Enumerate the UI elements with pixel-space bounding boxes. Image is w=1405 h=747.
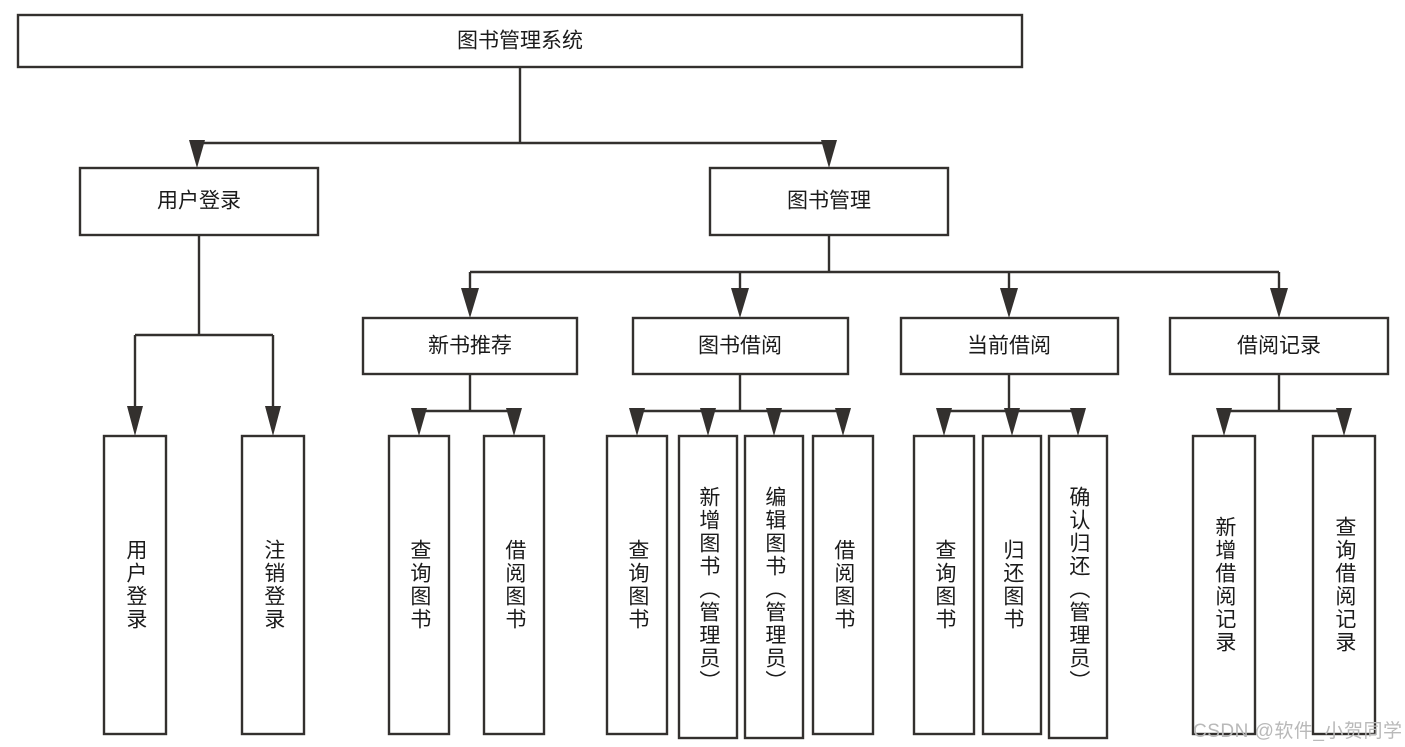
connectors-root-to-level2: [189, 67, 837, 168]
arrow-head-leaf-query-book-2: [629, 408, 645, 436]
node-current-borrow[interactable]: 当前借阅: [899, 316, 1120, 376]
connectors-current-borrow-to-leaves: [936, 374, 1086, 436]
node-new-book-recommend-label: 新书推荐: [428, 335, 512, 358]
arrow-head-leaf-query-record: [1336, 408, 1352, 436]
node-user-login[interactable]: 用户登录: [78, 166, 320, 237]
node-leaf-add-book-box[interactable]: [677, 434, 739, 740]
node-leaf-logout-login-box[interactable]: [240, 434, 306, 736]
node-leaf-query-book-2-label: 查询图书: [625, 539, 649, 631]
node-borrow-record-box[interactable]: [1168, 316, 1390, 376]
node-leaf-confirm-return-label: 确认归还（管理员）: [1066, 485, 1090, 693]
node-leaf-query-book-2-box[interactable]: [605, 434, 669, 736]
arrow-head-leaf-return-book: [1004, 408, 1020, 436]
node-leaf-add-record-box[interactable]: [1191, 434, 1257, 736]
node-leaf-logout-login-label: 注销登录: [261, 539, 285, 631]
node-current-borrow-label: 当前借阅: [967, 335, 1051, 358]
arrow-head-leaf-query-book-3: [936, 408, 952, 436]
arrow-head-book-manage: [821, 140, 837, 168]
arrow-head-new-book-recommend: [461, 288, 479, 318]
node-leaf-add-book-label: 新增图书（管理员）: [696, 485, 720, 693]
node-leaf-user-login-label: 用户登录: [123, 539, 147, 631]
csdn-watermark: CSDN @软件_小贺同学: [1193, 721, 1403, 742]
node-leaf-query-book-3-label: 查询图书: [932, 539, 956, 631]
arrow-head-leaf-add-book: [700, 408, 716, 436]
node-leaf-add-record-label: 新增借阅记录: [1212, 516, 1236, 654]
node-root[interactable]: 图书管理系统: [16, 13, 1024, 69]
arrow-head-leaf-borrow-book-1: [506, 408, 522, 436]
connectors-new-book-recommend-to-leaves: [411, 374, 522, 436]
connectors-book-borrow-to-leaves: [629, 374, 851, 436]
node-leaf-user-login-box[interactable]: [102, 434, 168, 736]
node-leaf-confirm-return-box[interactable]: [1047, 434, 1109, 740]
node-current-borrow-box[interactable]: [899, 316, 1120, 376]
node-borrow-record[interactable]: 借阅记录: [1168, 316, 1390, 376]
leaf-boxes: [102, 434, 1377, 740]
node-root-label: 图书管理系统: [457, 30, 583, 53]
arrow-head-borrow-record: [1270, 288, 1288, 318]
connectors-book-manage-to-level3: [461, 235, 1288, 318]
node-leaf-borrow-book-1-box[interactable]: [482, 434, 546, 736]
node-user-login-box[interactable]: [78, 166, 320, 237]
node-leaf-query-book-3-box[interactable]: [912, 434, 976, 736]
arrow-head-leaf-add-record: [1216, 408, 1232, 436]
node-borrow-record-label: 借阅记录: [1237, 335, 1321, 358]
node-book-borrow-box[interactable]: [631, 316, 850, 376]
node-leaf-borrow-book-1-label: 借阅图书: [502, 539, 526, 631]
node-book-manage-label: 图书管理: [787, 190, 871, 213]
arrow-head-leaf-edit-book: [766, 408, 782, 436]
node-leaf-query-record-label: 查询借阅记录: [1332, 516, 1356, 654]
node-new-book-recommend[interactable]: 新书推荐: [361, 316, 579, 376]
connectors-user-login-to-leaves: [127, 235, 281, 436]
arrow-head-book-borrow: [731, 288, 749, 318]
node-leaf-borrow-book-2-box[interactable]: [811, 434, 875, 736]
node-leaf-return-book-box[interactable]: [981, 434, 1043, 736]
arrow-head-leaf-borrow-book-2: [835, 408, 851, 436]
node-user-login-label: 用户登录: [157, 190, 241, 213]
node-leaf-borrow-book-2-label: 借阅图书: [831, 539, 855, 631]
node-book-borrow[interactable]: 图书借阅: [631, 316, 850, 376]
node-leaf-query-book-1-label: 查询图书: [407, 539, 431, 631]
node-new-book-recommend-box[interactable]: [361, 316, 579, 376]
arrow-head-leaf-user-login: [127, 406, 143, 436]
node-leaf-query-book-1-box[interactable]: [387, 434, 451, 736]
arrow-head-user-login: [189, 140, 205, 168]
node-leaf-edit-book-box[interactable]: [743, 434, 805, 740]
arrow-head-leaf-logout-login: [265, 406, 281, 436]
node-leaf-return-book-label: 归还图书: [1000, 539, 1024, 631]
node-book-manage-box[interactable]: [708, 166, 950, 237]
arrow-head-leaf-confirm-return: [1070, 408, 1086, 436]
node-leaf-query-record-box[interactable]: [1311, 434, 1377, 736]
connectors-borrow-record-to-leaves: [1216, 374, 1352, 436]
arrow-head-leaf-query-book-1: [411, 408, 427, 436]
arrow-head-current-borrow: [1000, 288, 1018, 318]
node-leaf-edit-book-label: 编辑图书（管理员）: [762, 485, 786, 693]
node-root-box[interactable]: [16, 13, 1024, 69]
node-book-manage[interactable]: 图书管理: [708, 166, 950, 237]
node-book-borrow-label: 图书借阅: [698, 335, 782, 358]
